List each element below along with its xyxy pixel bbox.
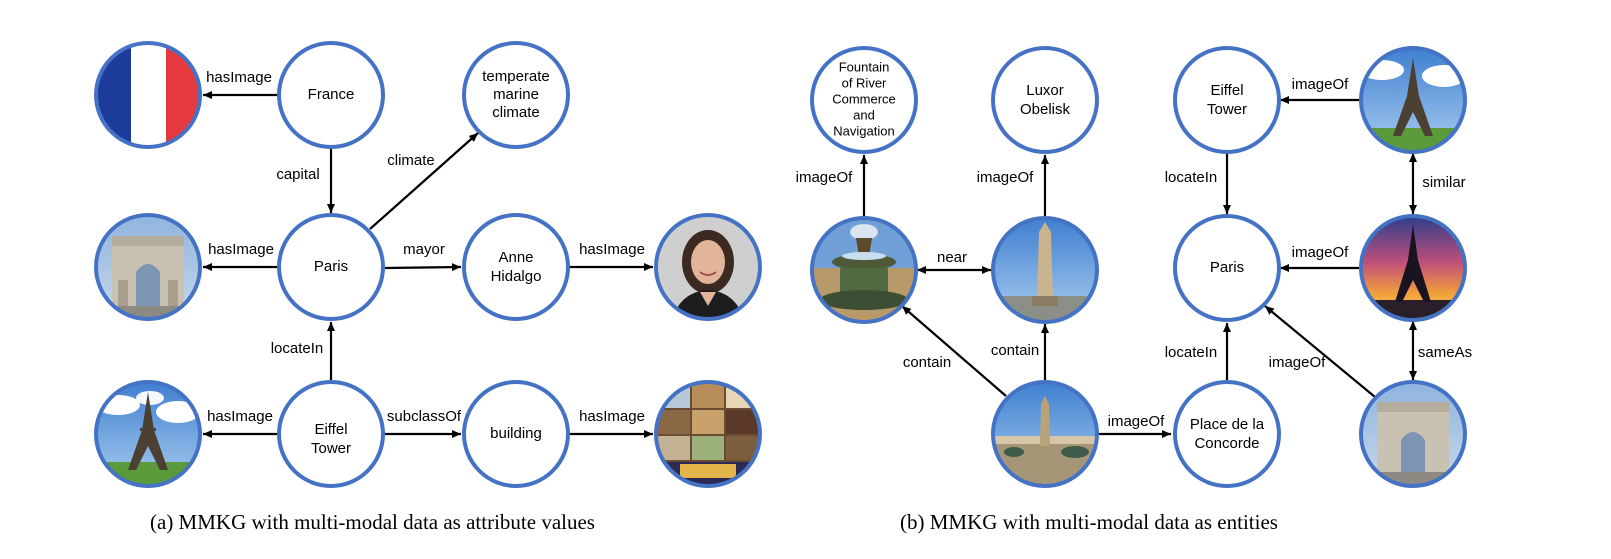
edge-label-paris-climate: climate: [387, 152, 435, 169]
eiffel-tower-photo-image: [94, 380, 202, 488]
node-luxor: Luxor Obelisk: [991, 46, 1099, 154]
node-label-eiffel-b-2: Tower: [1207, 101, 1247, 118]
node-label-anne-2: Hidalgo: [491, 268, 542, 285]
edge-label-france-paris: capital: [276, 166, 319, 183]
fountain-photo-image: [810, 216, 918, 324]
edge-label-similar: similar: [1422, 174, 1465, 191]
edge-paris-climate: [369, 132, 479, 230]
node-label-eiffel-a-1: Eiffel: [314, 421, 347, 438]
node-label-fountain-2: of River: [842, 75, 887, 90]
node-label-paris-b: Paris: [1210, 259, 1244, 276]
diagram-a-edges: hasImage capital climate hasImage mayor …: [203, 69, 653, 438]
node-label-fountain-4: and: [853, 107, 875, 122]
node-fountain: Fountain of River Commerce and Navigatio…: [810, 46, 918, 154]
edge-label-eiffel-photo: hasImage: [207, 408, 273, 425]
node-label-luxor-1: Luxor: [1026, 82, 1064, 99]
node-paris-b: Paris: [1173, 214, 1281, 322]
edge-label-concorde-img: imageOf: [1108, 413, 1166, 430]
edge-label-arc-paris: imageOf: [1269, 354, 1327, 371]
building-collage-image: [654, 380, 762, 488]
node-eiffel-a: Eiffel Tower: [277, 380, 385, 488]
edge-label-eiffel-building: subclassOf: [387, 408, 462, 425]
edge-label-building-collage: hasImage: [579, 408, 645, 425]
edge-paris-anne: [384, 263, 462, 272]
edge-label-contain-obelisk: contain: [991, 342, 1039, 359]
edge-label-eiffel-paris: locateIn: [271, 340, 324, 357]
node-anne-hidalgo: Anne Hidalgo: [462, 213, 570, 321]
edge-concorde-contain-fountain: [901, 305, 1007, 397]
french-flag-image: [94, 41, 202, 149]
node-paris-a: Paris: [277, 213, 385, 321]
edge-label-sunset-paris: imageOf: [1292, 244, 1350, 261]
node-label-concorde-1: Place de la: [1190, 416, 1265, 433]
node-label-luxor-2: Obelisk: [1020, 101, 1071, 118]
arc-de-triomphe-image-b: [1359, 380, 1467, 488]
node-concorde: Place de la Concorde: [1173, 380, 1281, 488]
diagram-b-edges: imageOf imageOf near contain contain ima…: [796, 76, 1472, 438]
node-label-climate-3: climate: [492, 104, 540, 121]
node-label-climate-2: marine: [493, 86, 539, 103]
caption-b: (b) MMKG with multi-modal data as entiti…: [900, 510, 1278, 534]
edge-label-eiffel-locate: locateIn: [1165, 169, 1218, 186]
concorde-square-photo-image: [991, 380, 1099, 488]
caption-a: (a) MMKG with multi-modal data as attrib…: [150, 510, 595, 534]
eiffel-tower-day-image: [1359, 46, 1467, 154]
edge-label-fountain-img: imageOf: [796, 169, 854, 186]
node-label-fountain-3: Commerce: [832, 91, 896, 106]
edge-label-obelisk-img: imageOf: [977, 169, 1035, 186]
eiffel-tower-sunset-image: [1359, 214, 1467, 322]
edge-label-paris-anne: mayor: [403, 241, 445, 258]
edge-label-sameas: sameAs: [1418, 344, 1472, 361]
node-eiffel-b: Eiffel Tower: [1173, 46, 1281, 154]
arc-de-triomphe-image: [94, 213, 202, 321]
node-label-fountain-1: Fountain: [839, 59, 890, 74]
node-label-paris-a: Paris: [314, 258, 348, 275]
obelisk-photo-image: [991, 216, 1099, 324]
node-label-concorde-2: Concorde: [1194, 435, 1259, 452]
node-label-eiffel-a-2: Tower: [311, 440, 351, 457]
anne-hidalgo-portrait-image: [654, 213, 762, 321]
node-label-eiffel-b-1: Eiffel: [1210, 82, 1243, 99]
node-label-france: France: [308, 86, 355, 103]
node-label-building: building: [490, 425, 542, 442]
edge-arc-to-paris: [1264, 305, 1376, 398]
node-climate-value: temperate marine climate: [462, 41, 570, 149]
edge-label-contain-fountain: contain: [903, 354, 951, 371]
node-france: France: [277, 41, 385, 149]
node-label-fountain-5: Navigation: [833, 123, 894, 138]
edge-label-concorde-locate: locateIn: [1165, 344, 1218, 361]
edge-label-anne-portrait: hasImage: [579, 241, 645, 258]
node-building: building: [462, 380, 570, 488]
edge-label-france-flag: hasImage: [206, 69, 272, 86]
edge-label-paris-arc: hasImage: [208, 241, 274, 258]
node-label-climate-1: temperate: [482, 68, 550, 85]
node-label-anne-1: Anne: [498, 249, 533, 266]
edge-label-near: near: [937, 249, 967, 266]
edge-label-eiffel-day: imageOf: [1292, 76, 1350, 93]
